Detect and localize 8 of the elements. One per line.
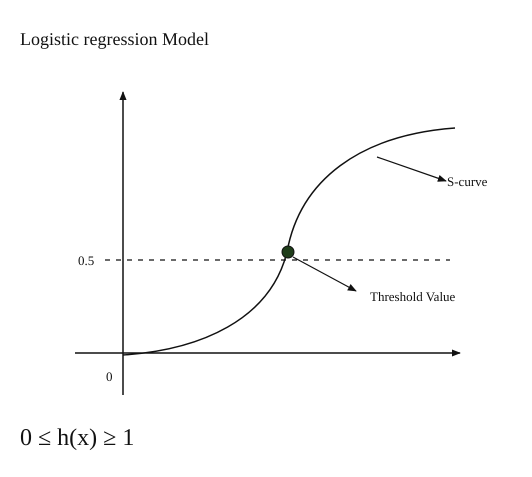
caption: 0 ≤ h(x) ≥ 1 (20, 425, 134, 452)
title: Logistic regression Model (20, 30, 209, 50)
callout-label: S-curve (447, 175, 488, 190)
leader-line (376, 156, 447, 182)
axis-tick-label: 0 (106, 370, 112, 384)
leader-line (292, 256, 357, 292)
callout-label: Threshold Value (370, 290, 456, 304)
axis-tick-label: 0.5 (78, 254, 94, 268)
